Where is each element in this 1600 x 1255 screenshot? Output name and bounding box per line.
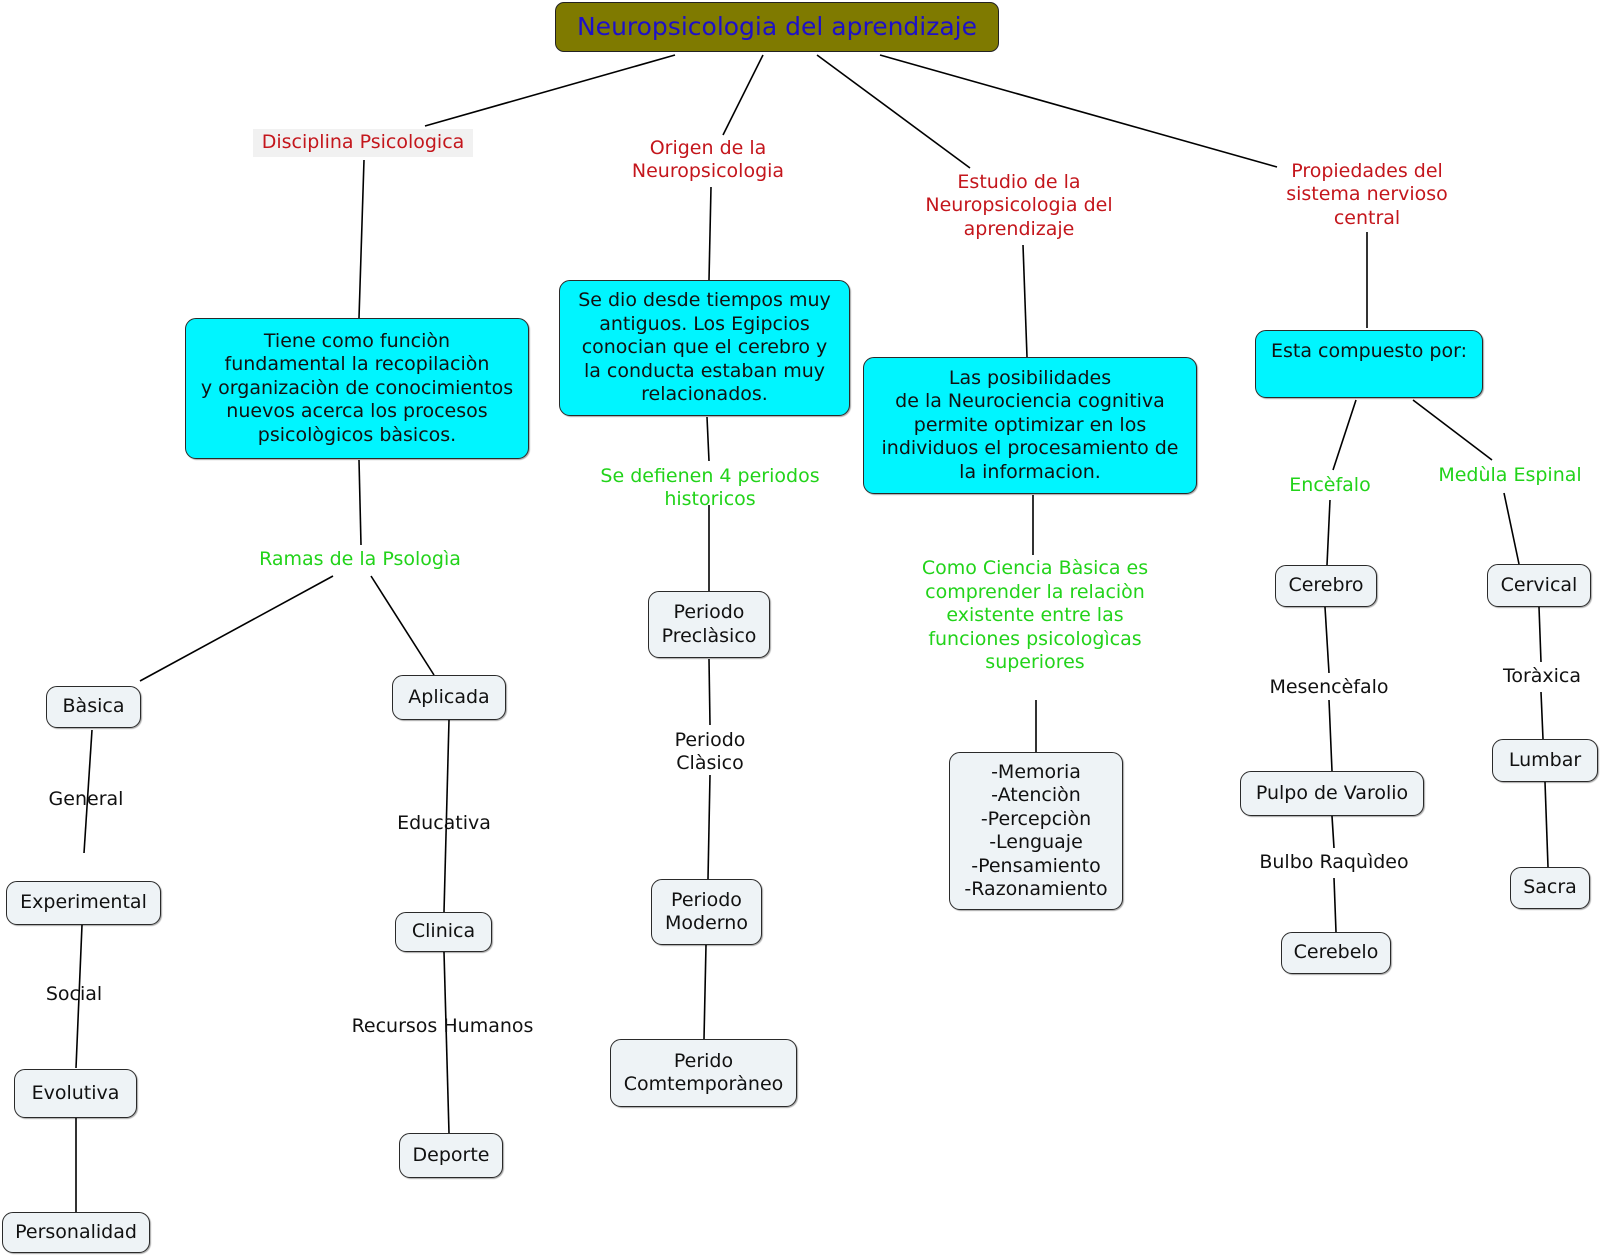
node-deporte: Deporte (399, 1133, 503, 1178)
edge (1331, 815, 1335, 849)
edge (358, 459, 362, 546)
node-clinica: Clinica (395, 912, 492, 952)
propiedades-description: Esta compuesto por: (1255, 330, 1483, 398)
node-sacra: Sacra (1510, 867, 1590, 909)
edge (139, 575, 334, 682)
node-basica: Bàsica (46, 686, 141, 728)
link-periodos: Se defienen 4 periodos historicos (600, 464, 820, 511)
edge (703, 944, 707, 1040)
label-mesencefalo: Mesencèfalo (1269, 676, 1389, 699)
edge (75, 924, 83, 1069)
node-periodo-contemporaneo: Perido Comtemporàneo (610, 1039, 797, 1107)
node-cerebelo: Cerebelo (1281, 932, 1391, 974)
label-general: General (48, 788, 124, 811)
edge (722, 54, 764, 136)
edge (1022, 244, 1028, 358)
root-node-title: Neuropsicologia del aprendizaje (555, 2, 999, 52)
edge (1326, 499, 1331, 566)
edge (879, 54, 1278, 168)
node-funciones-psicologicas: -Memoria -Atenciòn -Percepciòn -Lenguaje… (949, 752, 1123, 910)
heading-estudio: Estudio de la Neuropsicologia del aprend… (925, 170, 1113, 240)
edge (1503, 492, 1520, 565)
link-ramas: Ramas de la Psologìa (259, 548, 461, 571)
edge (1324, 606, 1330, 674)
edge (1540, 691, 1544, 740)
link-ciencia-basica: Como Ciencia Bàsica es comprender la rel… (921, 557, 1149, 674)
estudio-description: Las posibilidades de la Neurociencia cog… (863, 357, 1197, 494)
edge (443, 719, 450, 913)
edge (708, 186, 712, 281)
edge (1544, 781, 1549, 868)
edge (1332, 399, 1357, 471)
node-experimental: Experimental (6, 881, 161, 925)
edge (706, 416, 710, 462)
link-medula: Medùla Espinal (1438, 464, 1582, 487)
node-cerebro: Cerebro (1275, 565, 1377, 607)
edge (370, 575, 435, 676)
edge (424, 54, 676, 127)
label-bulbo-raquideo: Bulbo Raquìdeo (1259, 851, 1409, 874)
label-educativa: Educativa (397, 812, 491, 835)
disciplina-description: Tiene como funciòn fundamental la recopi… (185, 318, 529, 459)
heading-origen: Origen de la Neuropsicologia (631, 136, 785, 183)
edge (358, 159, 365, 319)
origen-description: Se dio desde tiempos muy antiguos. Los E… (559, 280, 850, 416)
edge (1412, 399, 1493, 461)
node-pulpo-de-varolio: Pulpo de Varolio (1240, 771, 1424, 816)
edge (83, 729, 93, 854)
label-recursos-humanos: Recursos Humanos (351, 1015, 534, 1038)
label-toraxica: Toràxica (1502, 665, 1582, 688)
node-evolutiva: Evolutiva (14, 1069, 137, 1118)
edge (1333, 877, 1337, 933)
edge (708, 658, 711, 726)
label-periodo-clasico: Periodo Clàsico (674, 728, 746, 775)
edge (443, 951, 450, 1134)
node-periodo-preclasico: Periodo Preclàsico (648, 591, 770, 658)
node-aplicada: Aplicada (392, 675, 506, 720)
edge (816, 54, 971, 169)
heading-disciplina: Disciplina Psicologica (253, 129, 473, 157)
node-periodo-moderno: Periodo Moderno (651, 879, 762, 945)
edge (707, 774, 711, 880)
edge (1328, 699, 1333, 772)
node-lumbar: Lumbar (1492, 739, 1598, 782)
label-social: Social (45, 983, 103, 1006)
link-encefalo: Encèfalo (1289, 474, 1371, 497)
heading-propiedades: Propiedades del sistema nervioso central (1286, 159, 1448, 229)
node-cervical: Cervical (1487, 564, 1591, 607)
edge (1538, 606, 1542, 663)
node-personalidad: Personalidad (2, 1212, 150, 1253)
